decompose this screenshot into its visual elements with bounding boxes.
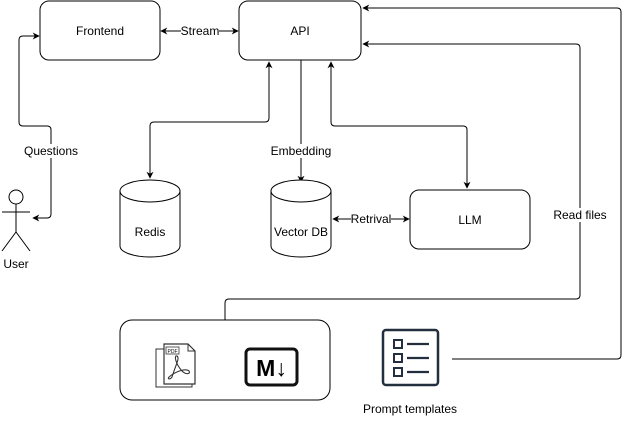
pdf-file-icon: PDF <box>155 343 196 388</box>
api-label: API <box>290 24 309 38</box>
edge-label-retrival: Retrival <box>351 212 392 226</box>
edge-api-redis <box>146 61 273 179</box>
edge-api-llm <box>327 61 471 189</box>
checklist-icon <box>381 328 440 387</box>
edge-label-embedding: Embedding <box>271 144 332 158</box>
user-label: User <box>3 257 28 271</box>
frontend-label: Frontend <box>76 24 124 38</box>
api-node[interactable]: API <box>238 0 362 61</box>
llm-label: LLM <box>458 213 481 227</box>
user-node[interactable]: User <box>1 189 31 271</box>
edge-questions <box>18 32 52 222</box>
edge-read-files <box>224 40 581 320</box>
vector-db-node[interactable]: Vector DB <box>270 179 332 258</box>
files-container[interactable]: PDF M↓ <box>119 319 331 401</box>
frontend-node[interactable]: Frontend <box>39 0 161 61</box>
markdown-glyph: M↓ <box>256 355 287 381</box>
edge-label-read-files: Read files <box>553 208 606 222</box>
redis-cylinder-icon <box>119 179 181 258</box>
user-stick-figure-icon <box>1 189 31 252</box>
edge-label-stream: Stream <box>181 24 220 38</box>
vector-db-cylinder-icon <box>270 179 332 258</box>
markdown-icon: M↓ <box>244 347 299 387</box>
prompt-templates-label: Prompt templates <box>363 402 457 416</box>
edge-label-questions: Questions <box>24 144 78 158</box>
prompt-templates-node[interactable]: Prompt templates <box>363 328 457 416</box>
llm-node[interactable]: LLM <box>409 189 531 250</box>
pdf-tag-text: PDF <box>168 349 178 355</box>
edge-prompt-templates <box>362 4 622 360</box>
vector-db-label: Vector DB <box>274 225 328 239</box>
redis-node[interactable]: Redis <box>119 179 181 258</box>
redis-label: Redis <box>135 225 166 239</box>
